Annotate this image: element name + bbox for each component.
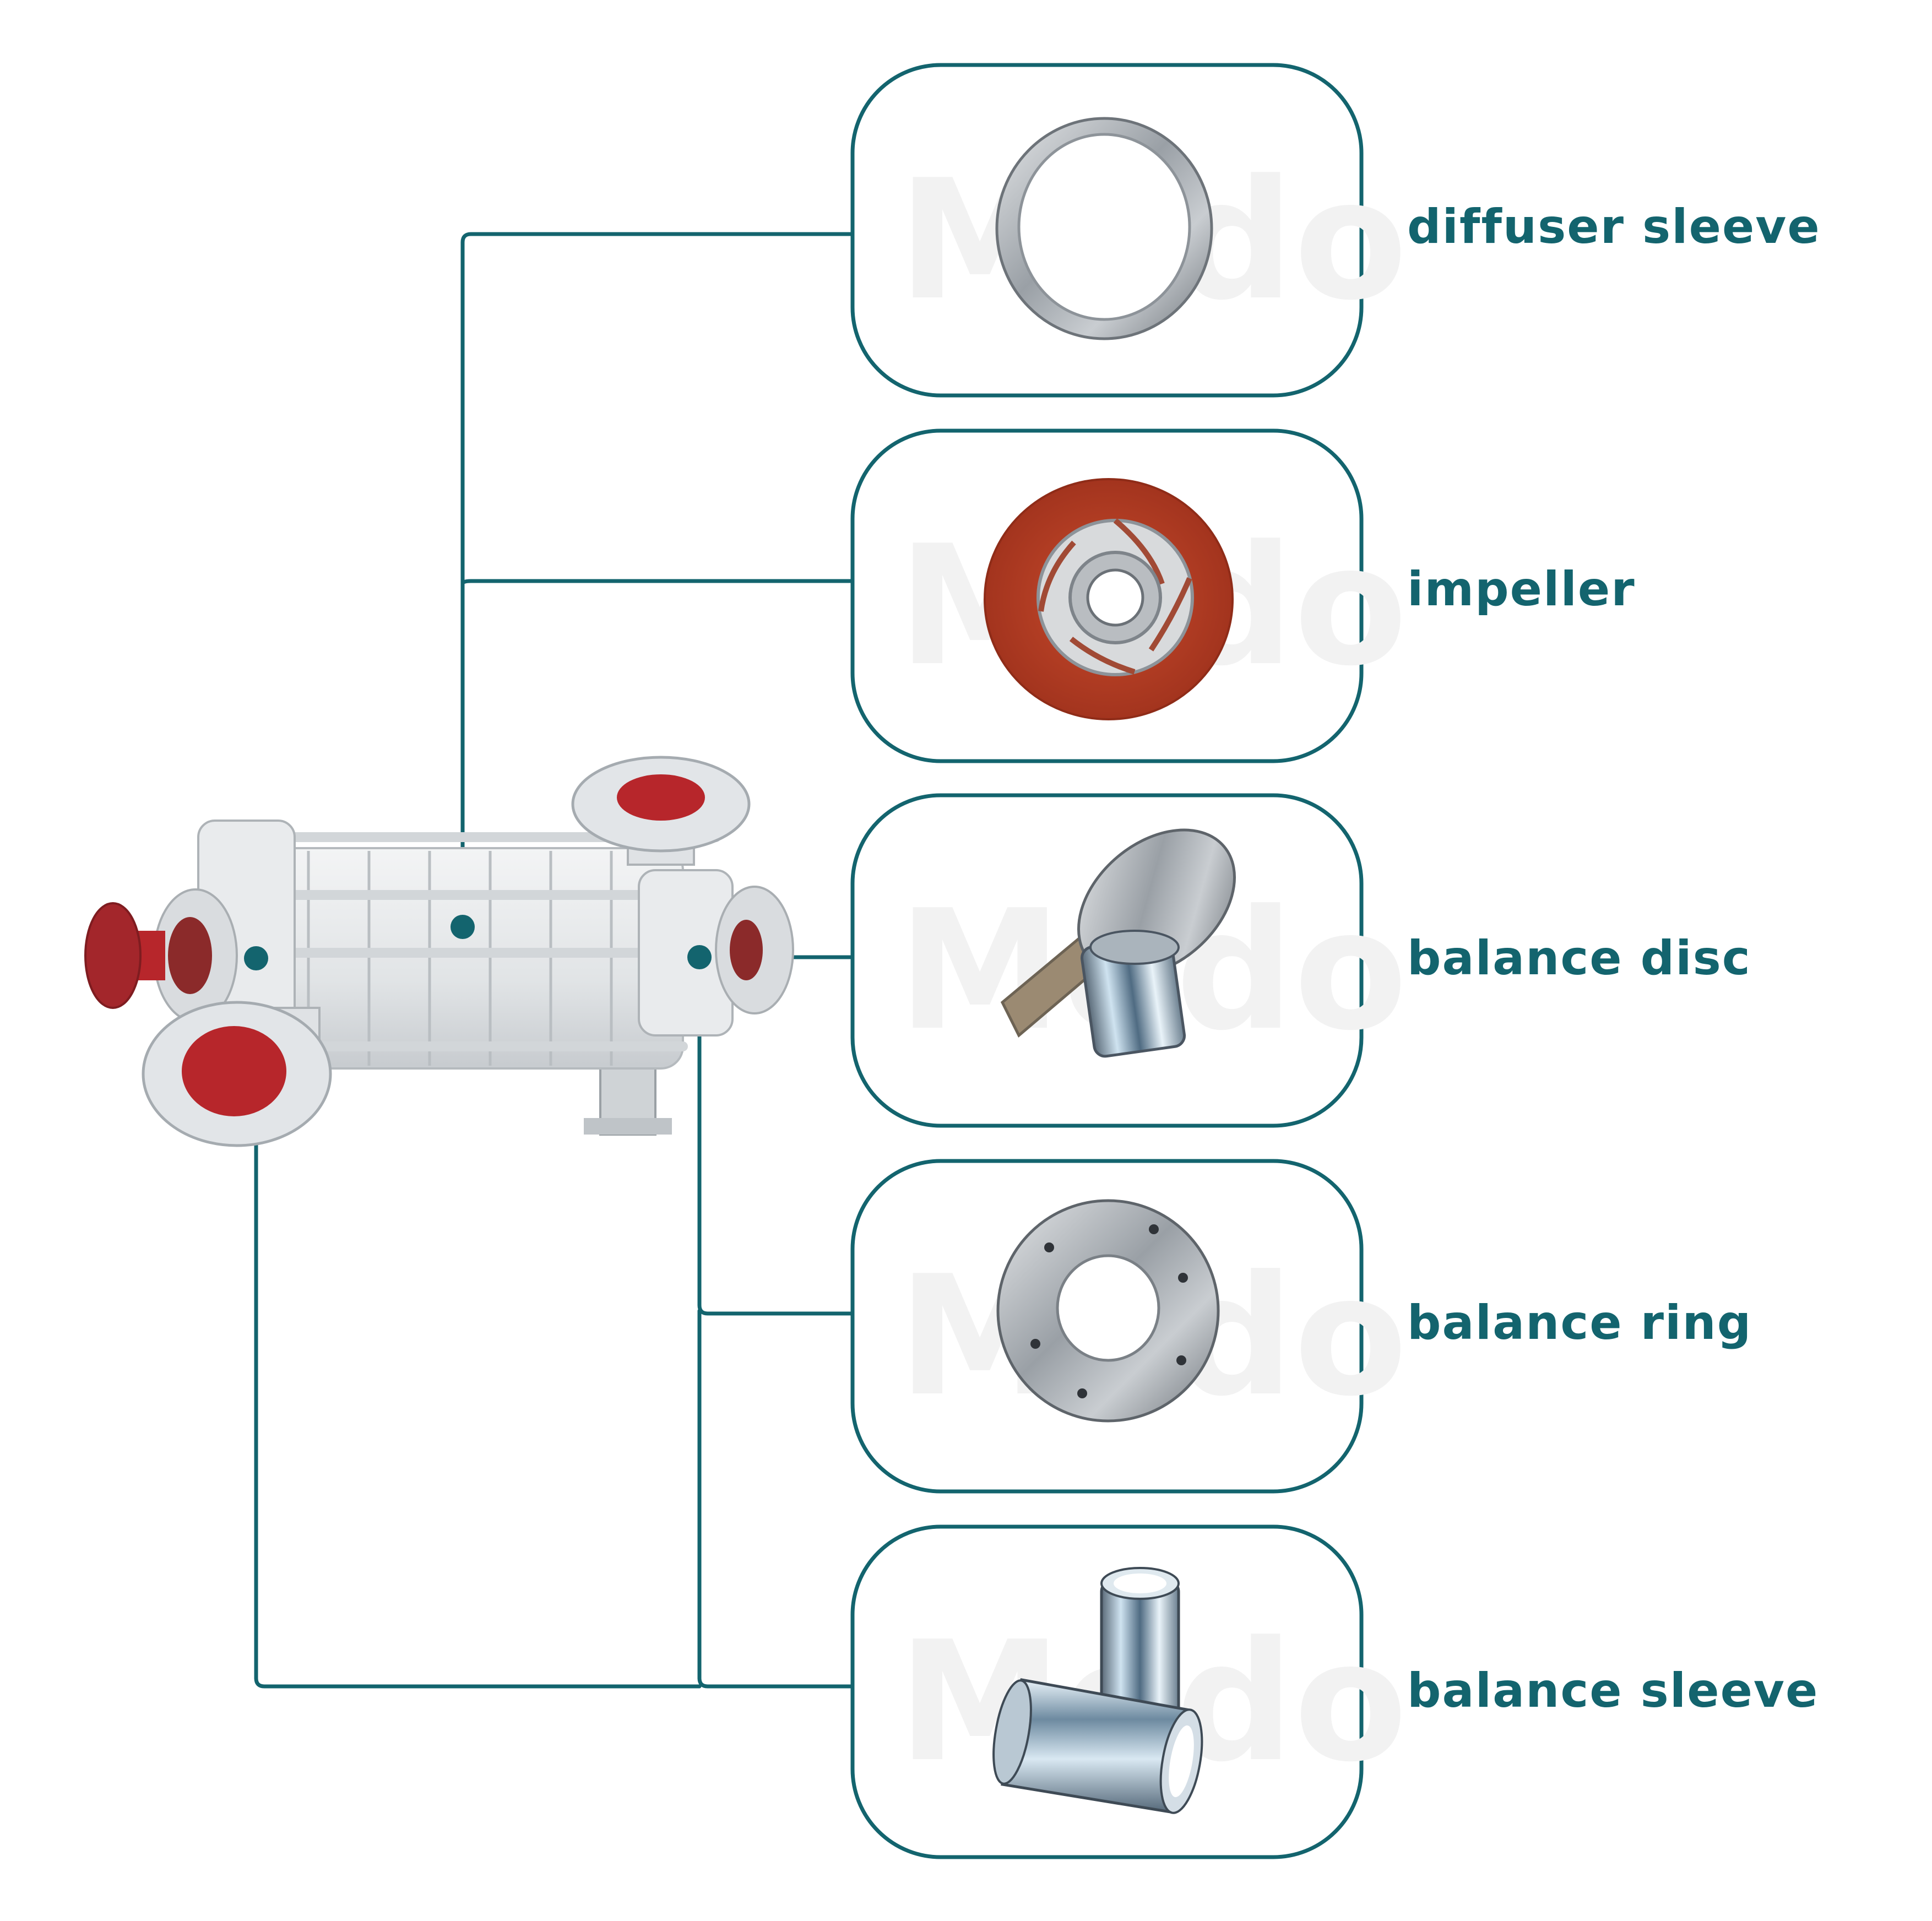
part-label-diffuser-sleeve: diffuser sleeve (1407, 199, 1821, 254)
part-label-impeller: impeller (1407, 562, 1636, 617)
part-label-balance-sleeve: balance sleeve (1407, 1663, 1819, 1718)
connector-lines (254, 232, 855, 1689)
impeller-icon (984, 478, 1234, 720)
balance-ring-icon (996, 1199, 1220, 1423)
balance-disc-icon (1000, 828, 1236, 1058)
multistage-pump-icon (84, 756, 794, 1147)
connector-balance-sleeve-b (254, 956, 702, 1689)
connector-balance-sleeve-a (697, 1309, 855, 1689)
connector-impeller (460, 579, 855, 586)
connector-balance-ring (697, 955, 855, 1316)
connector-diffuser-sleeve (460, 232, 855, 929)
balance-sleeve-icon (992, 1567, 1203, 1814)
part-label-balance-disc: balance disc (1407, 931, 1751, 986)
part-label-balance-ring: balance ring (1407, 1295, 1752, 1350)
diffuser-sleeve-icon (995, 117, 1213, 340)
